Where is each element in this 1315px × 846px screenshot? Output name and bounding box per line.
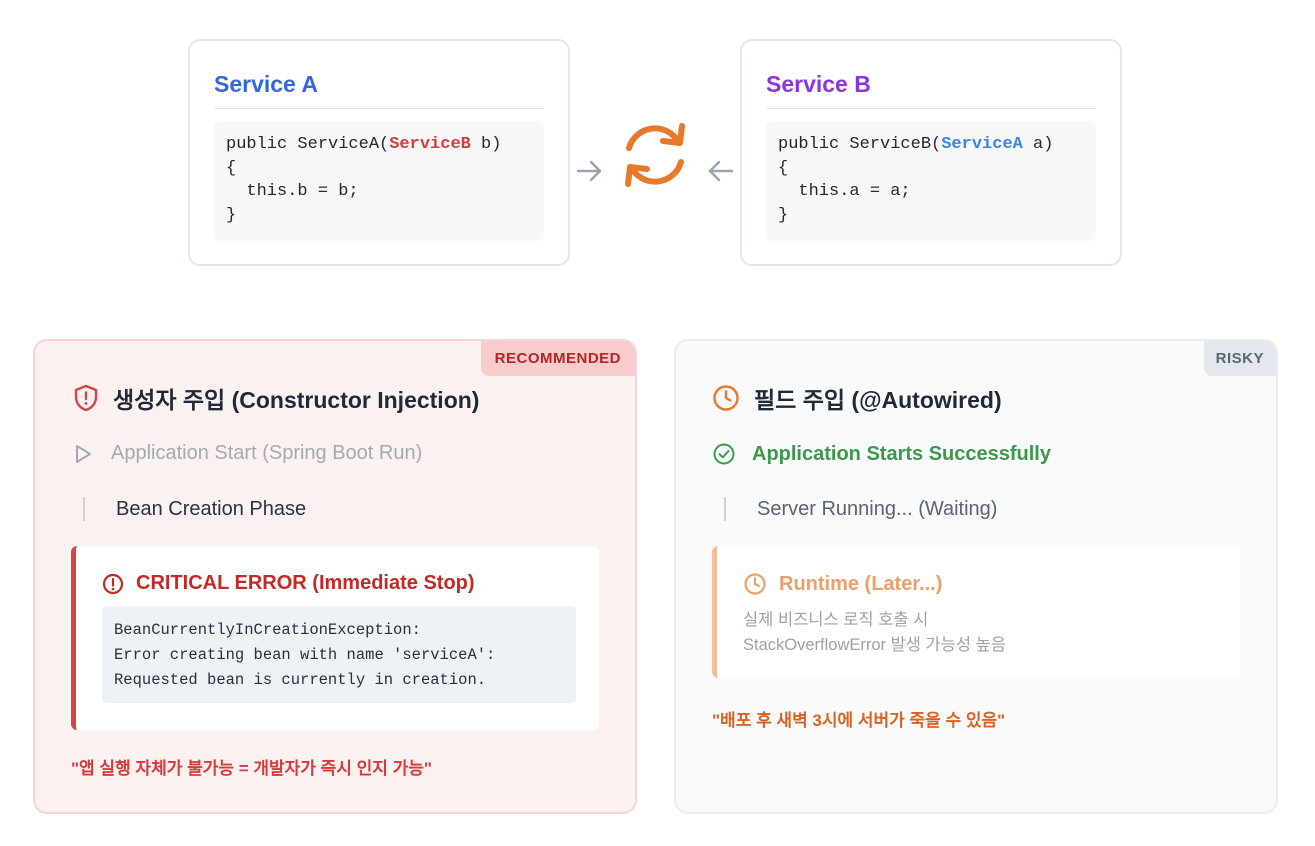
error-title: CRITICAL ERROR (Immediate Stop) — [136, 572, 475, 594]
right-quote: "배포 후 새벽 3시에 서버가 죽을 수 있음" — [712, 711, 1006, 730]
runtime-description: StackOverflowError 발생 가능성 높음 — [743, 636, 1007, 654]
panel-title: 필드 주입 (@Autowired) — [754, 387, 1002, 413]
runtime-title: Runtime (Later...) — [779, 572, 943, 595]
code-text: public ServiceA( — [226, 135, 390, 154]
service-b-card: Service B public ServiceB(ServiceA a) { … — [740, 39, 1122, 266]
risky-badge: RISKY — [1203, 341, 1276, 376]
check-circle-icon — [713, 443, 735, 465]
runtime-warning-box: Runtime (Later...) 실제 비즈니스 로직 호출 시 Stack… — [712, 546, 1240, 678]
step-label: Application Starts Successfully — [752, 442, 1051, 465]
alert-circle-icon — [102, 573, 124, 594]
step-label: Bean Creation Phase — [116, 497, 307, 520]
field-injection-panel: RISKY 필드 주입 (@Autowired) Application Sta… — [674, 339, 1278, 814]
divider — [766, 108, 1096, 109]
timeline-bar — [83, 497, 85, 521]
code-text: a) { this.a = a; } — [778, 135, 1054, 225]
timeline-bar — [724, 497, 726, 521]
runtime-heading: Runtime (Later...) — [743, 572, 942, 596]
exception-line: Requested bean is currently in creation. — [114, 671, 487, 689]
code-text: b) { this.b = b; } — [226, 135, 502, 225]
panel-title: 생성자 주입 (Constructor Injection) — [113, 387, 480, 413]
step-app-started: Application Starts Successfully — [712, 442, 1051, 466]
step-app-start: Application Start (Spring Boot Run) — [73, 442, 422, 465]
divider — [214, 108, 544, 109]
circular-dependency-indicator — [570, 110, 740, 200]
service-a-code: public ServiceA(ServiceB b) { this.b = b… — [214, 121, 544, 241]
arrow-left-icon — [708, 160, 734, 182]
code-type-highlight: ServiceB — [389, 135, 471, 154]
code-type-highlight: ServiceA — [941, 135, 1023, 154]
service-a-card: Service A public ServiceA(ServiceB b) { … — [188, 39, 570, 266]
constructor-injection-panel: RECOMMENDED 생성자 주입 (Constructor Injectio… — [33, 339, 637, 814]
error-heading: CRITICAL ERROR (Immediate Stop) — [102, 572, 475, 595]
play-icon — [76, 444, 91, 463]
service-a-title: Service A — [214, 71, 318, 97]
recommended-badge: RECOMMENDED — [480, 341, 635, 376]
code-text: public ServiceB( — [778, 135, 942, 154]
step-label: Application Start (Spring Boot Run) — [111, 442, 423, 464]
service-b-title: Service B — [766, 71, 871, 97]
panel-heading: 생성자 주입 (Constructor Injection) — [73, 381, 479, 415]
panel-heading: 필드 주입 (@Autowired) — [712, 381, 1002, 415]
step-label: Server Running... (Waiting) — [757, 497, 998, 520]
exception-line: BeanCurrentlyInCreationException: — [114, 621, 421, 639]
refresh-cycle-icon — [625, 123, 685, 187]
shield-alert-icon — [74, 384, 98, 412]
cycle-diagram — [576, 123, 734, 187]
runtime-description: 실제 비즈니스 로직 호출 시 — [743, 611, 929, 629]
critical-error-box: CRITICAL ERROR (Immediate Stop) BeanCurr… — [71, 546, 599, 730]
step-server-running: Server Running... (Waiting) — [724, 496, 997, 522]
service-b-code: public ServiceB(ServiceA a) { this.a = a… — [766, 121, 1096, 241]
left-quote: "앱 실행 자체가 불가능 = 개발자가 즉시 인지 가능" — [71, 759, 432, 778]
exception-line: Error creating bean with name 'serviceA'… — [114, 646, 496, 664]
arrow-right-icon — [576, 160, 602, 182]
step-bean-creation: Bean Creation Phase — [83, 496, 306, 522]
clock-icon — [713, 385, 739, 411]
exception-message: BeanCurrentlyInCreationException: Error c… — [102, 606, 576, 703]
clock-icon — [744, 573, 766, 595]
